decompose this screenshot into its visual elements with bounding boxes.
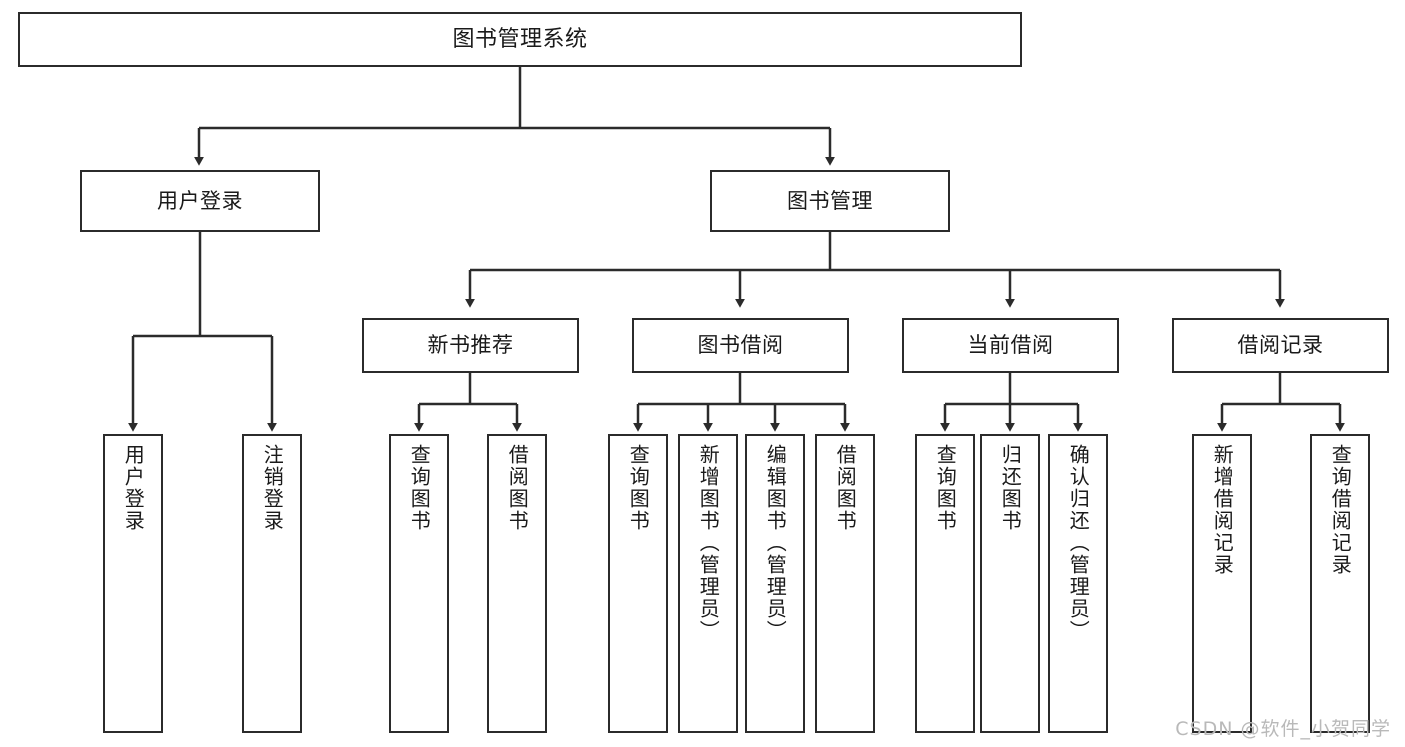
leaf-recommend-borrow-book[interactable]: 借阅图书 — [487, 434, 547, 733]
leaf-record-add[interactable]: 新增借阅记录 — [1192, 434, 1252, 733]
leaf-borrow-query-book[interactable]: 查询图书 — [608, 434, 668, 733]
watermark: CSDN @软件_小贺同学 — [1175, 718, 1391, 740]
node-label: 图书管理 — [787, 188, 873, 213]
node-label: 当前借阅 — [967, 333, 1054, 358]
node-current-borrow[interactable]: 当前借阅 — [902, 318, 1119, 373]
node-label: 编辑图书（管理员） — [763, 444, 788, 642]
node-label: 图书管理系统 — [452, 26, 588, 52]
node-label: 注销登录 — [260, 444, 285, 532]
node-label: 归还图书 — [998, 444, 1023, 532]
leaf-current-query-book[interactable]: 查询图书 — [915, 434, 975, 733]
node-book-borrow[interactable]: 图书借阅 — [632, 318, 849, 373]
node-label: 查询图书 — [626, 444, 651, 532]
node-user-login[interactable]: 用户登录 — [80, 170, 320, 232]
node-label: 借阅图书 — [833, 444, 858, 532]
leaf-current-return-book[interactable]: 归还图书 — [980, 434, 1040, 733]
node-label: 新增借阅记录 — [1210, 444, 1235, 576]
leaf-record-query[interactable]: 查询借阅记录 — [1310, 434, 1370, 733]
leaf-user-login[interactable]: 用户登录 — [103, 434, 163, 733]
node-new-book-recommend[interactable]: 新书推荐 — [362, 318, 579, 373]
leaf-recommend-query-book[interactable]: 查询图书 — [389, 434, 449, 733]
node-label: 图书借阅 — [697, 333, 784, 358]
leaf-borrow-borrow-book[interactable]: 借阅图书 — [815, 434, 875, 733]
node-label: 新书推荐 — [427, 333, 514, 358]
node-label: 借阅记录 — [1237, 333, 1324, 358]
node-label: 用户登录 — [157, 188, 243, 213]
leaf-borrow-add-book[interactable]: 新增图书（管理员） — [678, 434, 738, 733]
node-label: 用户登录 — [121, 444, 146, 532]
node-label: 查询图书 — [407, 444, 432, 532]
node-label: 确认归还（管理员） — [1066, 444, 1091, 642]
node-book-management[interactable]: 图书管理 — [710, 170, 950, 232]
node-borrow-record[interactable]: 借阅记录 — [1172, 318, 1389, 373]
leaf-current-confirm-return[interactable]: 确认归还（管理员） — [1048, 434, 1108, 733]
node-label: 新增图书（管理员） — [696, 444, 721, 642]
node-label: 查询借阅记录 — [1328, 444, 1353, 576]
node-root-system[interactable]: 图书管理系统 — [18, 12, 1022, 67]
node-label: 查询图书 — [933, 444, 958, 532]
node-label: 借阅图书 — [505, 444, 530, 532]
leaf-logout[interactable]: 注销登录 — [242, 434, 302, 733]
leaf-borrow-edit-book[interactable]: 编辑图书（管理员） — [745, 434, 805, 733]
